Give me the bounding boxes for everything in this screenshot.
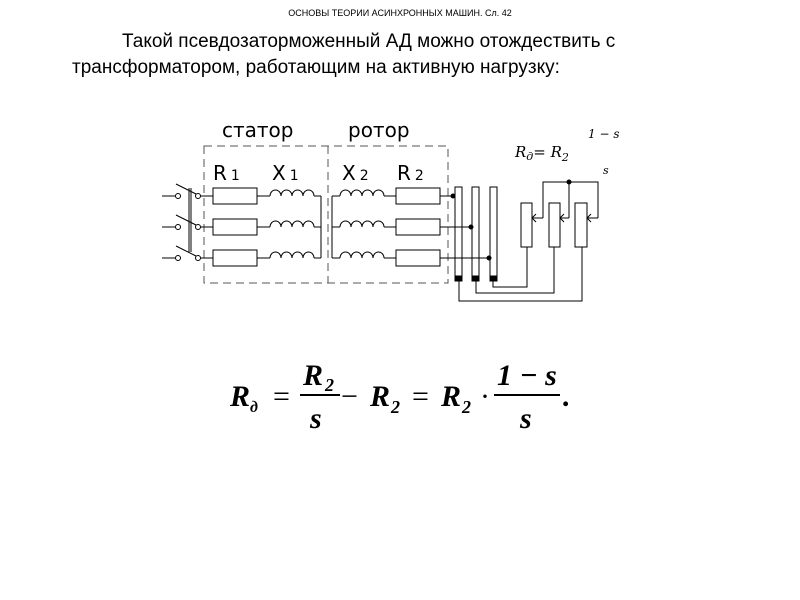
dashed-boxes xyxy=(203,145,449,284)
phases xyxy=(162,183,453,267)
svg-text:−: − xyxy=(341,380,358,413)
small-formula: Rд= R2 1 − s s xyxy=(514,127,619,177)
svg-text:1 − s: 1 − s xyxy=(588,127,619,141)
svg-text:R: R xyxy=(229,380,250,413)
svg-text:s: s xyxy=(519,402,532,435)
stator-label: статор xyxy=(222,118,293,142)
svg-text:s: s xyxy=(603,164,609,177)
svg-text:2: 2 xyxy=(324,375,334,395)
svg-text:д: д xyxy=(250,399,258,416)
svg-text:Rд= R2: Rд= R2 xyxy=(514,143,569,164)
svg-text:1 − s: 1 − s xyxy=(497,359,557,392)
phase-2 xyxy=(162,214,453,236)
phase-3 xyxy=(162,245,453,267)
svg-text:R: R xyxy=(440,380,461,413)
load-resistors xyxy=(440,179,599,302)
svg-text:2: 2 xyxy=(461,397,471,417)
svg-text:.: . xyxy=(563,380,571,413)
text-line-2: трансформатором, работающим на активную … xyxy=(72,57,560,78)
rotor-label: ротор xyxy=(348,118,410,142)
svg-text:·: · xyxy=(480,380,490,413)
slide-header: ОСНОВЫ ТЕОРИИ АСИНХРОННЫХ МАШИН. Сл. 42 xyxy=(288,8,512,18)
svg-text:2: 2 xyxy=(390,397,400,417)
slide-text: Такой псевдозаторможенный АД можно отожд… xyxy=(72,29,772,81)
svg-text:=: = xyxy=(273,380,290,413)
phase-1 xyxy=(162,183,453,205)
svg-text:=: = xyxy=(412,380,429,413)
text-line-1: Такой псевдозаторможенный АД можно отожд… xyxy=(122,31,616,52)
svg-text:s: s xyxy=(309,402,322,435)
svg-text:R: R xyxy=(302,359,323,392)
svg-text:R: R xyxy=(369,380,390,413)
